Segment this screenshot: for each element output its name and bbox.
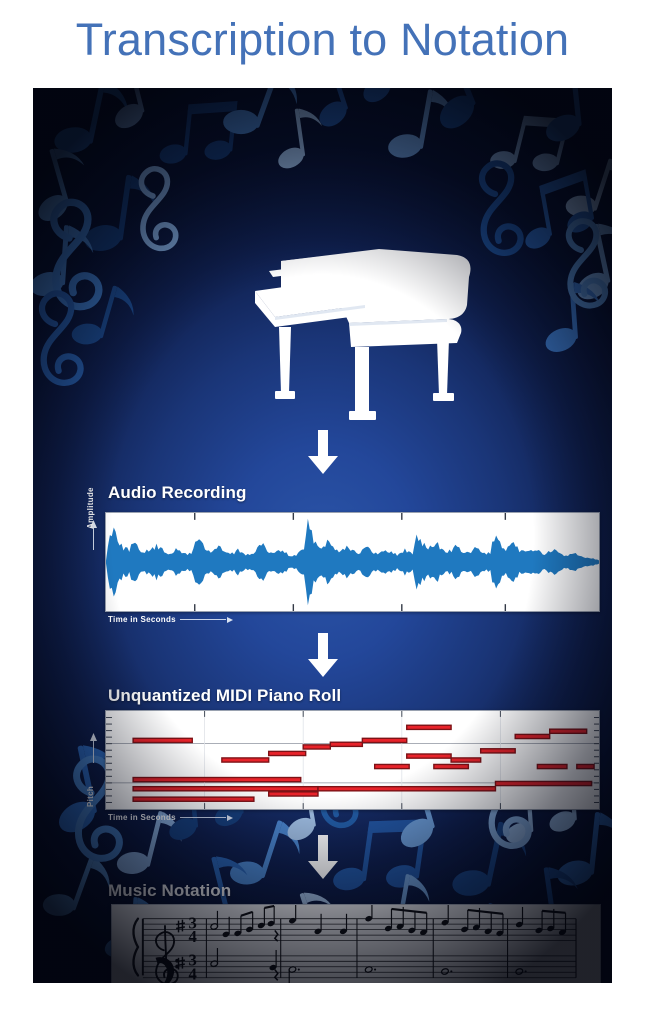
arrow-audio-to-midi [306,631,340,679]
svg-text:3: 3 [189,913,197,932]
section-label-music-notation: Music Notation [108,881,232,900]
axis-label-time-midi: Time in Seconds [108,813,233,822]
audio-waveform-chart [105,512,600,612]
svg-text:4: 4 [189,964,197,983]
axis-label-time-midi-text: Time in Seconds [108,813,176,822]
section-label-audio-recording: Audio Recording [108,483,247,502]
axis-label-amplitude: Amplitude [86,487,95,529]
midi-piano-roll-chart [105,710,600,810]
axis-arrowhead [226,616,233,623]
axis-rule [179,619,226,620]
section-label-midi-piano-roll: Unquantized MIDI Piano Roll [108,686,342,705]
axis-label-time-audio-text: Time in Seconds [108,615,176,624]
arrow-midi-to-notation [306,833,340,881]
page-title: Transcription to Notation [75,14,570,65]
axis-label-pitch: Pitch [86,785,95,807]
axis-arrowhead [226,814,233,821]
svg-text:4: 4 [189,927,197,946]
svg-text:3: 3 [189,951,197,970]
poster-panel: Audio Recording Amplitude Time in Second… [33,88,612,983]
axis-label-time-audio: Time in Seconds [108,615,233,624]
arrow-piano-to-audio [306,428,340,476]
pitch-axis-arrow [90,733,97,763]
amplitude-axis-arrow [90,520,97,550]
grand-piano-illustration [229,243,479,423]
axis-rule [179,817,226,818]
